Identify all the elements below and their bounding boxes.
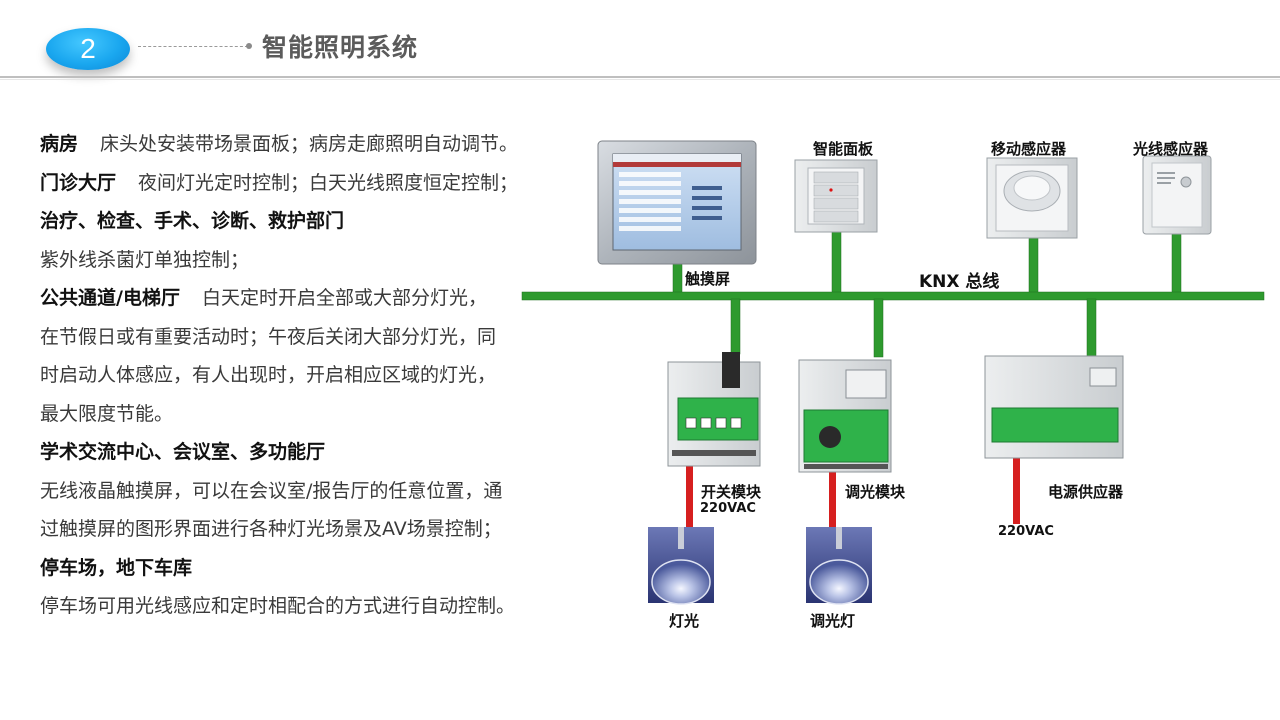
switch-module-connector xyxy=(730,298,741,355)
page-title: 智能照明系统 xyxy=(262,33,419,62)
smart-panel-label: 智能面板 xyxy=(813,140,874,158)
switch-module-device xyxy=(667,352,761,467)
touch-screen-label: 触摸屏 xyxy=(685,270,731,288)
header-divider xyxy=(0,76,1280,78)
dimmer-module-label: 调光模块 xyxy=(845,483,906,501)
power-supply-label: 电源供应器 xyxy=(1048,483,1124,501)
light-sensor-connector xyxy=(1171,231,1182,300)
text-line: 时启动人体感应，有人出现时，开启相应区域的灯光， xyxy=(40,364,497,386)
text-line: 停车场，地下车库 xyxy=(40,556,193,579)
text-line: 学术交流中心、会议室、多功能厅 xyxy=(40,441,326,463)
header-divider-shadow xyxy=(0,79,1280,80)
light-sensor-label: 光线感应器 xyxy=(1133,140,1209,158)
power-wires xyxy=(686,458,1020,530)
motion-sensor-device xyxy=(986,157,1078,239)
text-line: 最大限度节能。 xyxy=(40,402,174,425)
dim-lamp-image xyxy=(806,527,872,605)
power-voltage-label: 220VAC xyxy=(998,524,1054,539)
switch-to-lamp-wire xyxy=(686,466,693,528)
text-line: 在节假日或有重要活动时；午夜后关闭大部分灯光，同 xyxy=(40,325,497,348)
text-line: 紫外线杀菌灯单独控制； xyxy=(40,248,250,271)
description-text: 病房床头处安装带场景面板；病房走廊照明自动调节。 门诊大厅夜间灯光定时控制；白天… xyxy=(40,128,580,629)
section-number-badge: 2 xyxy=(46,28,130,70)
title-connector-dot xyxy=(246,43,252,49)
dimmer-to-lamp-wire xyxy=(829,472,836,530)
power-supply-input-wire xyxy=(1013,458,1020,524)
switch-voltage-label: 220VAC xyxy=(700,501,756,516)
smart-panel-connector xyxy=(831,229,842,300)
smart-panel-device xyxy=(794,159,878,233)
touch-screen-device xyxy=(597,140,757,265)
text-line: 无线液晶触摸屏，可以在会议室/报告厅的任意位置，通 xyxy=(40,479,503,502)
text-line: 过触摸屏的图形界面进行各种灯光场景及AV场景控制； xyxy=(40,518,502,540)
dimmer-module-device xyxy=(798,359,892,473)
text-line: 门诊大厅夜间灯光定时控制；白天光线照度恒定控制； xyxy=(40,171,519,194)
motion-sensor-label: 移动感应器 xyxy=(991,140,1067,158)
power-supply-connector xyxy=(1086,298,1097,358)
switch-module-label: 开关模块 xyxy=(701,483,762,501)
lamp-image xyxy=(648,527,714,605)
dim-lamp-label: 调光灯 xyxy=(810,612,856,630)
text-line: 公共通道/电梯厅白天定时开启全部或大部分灯光， xyxy=(40,287,487,309)
lamp-label: 灯光 xyxy=(669,612,700,630)
dimmer-module-connector xyxy=(873,298,884,358)
text-line: 停车场可用光线感应和定时相配合的方式进行自动控制。 xyxy=(40,595,516,617)
text-line: 病房床头处安装带场景面板；病房走廊照明自动调节。 xyxy=(40,133,519,155)
module-connectors xyxy=(730,298,1097,358)
text-line: 治疗、检查、手术、诊断、救护部门 xyxy=(40,210,345,232)
power-supply-device xyxy=(984,355,1124,459)
motion-sensor-connector xyxy=(1028,235,1039,300)
knx-bus-line xyxy=(521,291,1265,301)
title-dashed-connector xyxy=(138,46,248,47)
knx-bus-label: KNX 总线 xyxy=(919,272,1000,292)
light-sensor-device xyxy=(1142,155,1212,235)
